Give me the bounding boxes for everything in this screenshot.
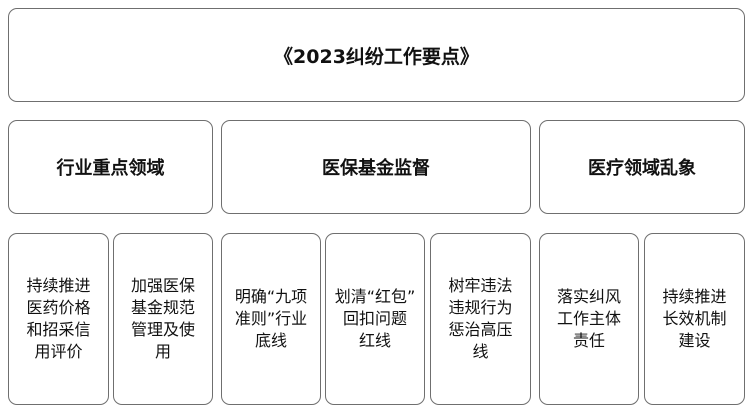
title-box: 《2023纠纷工作要点》 (8, 8, 745, 102)
category-label: 医疗领域乱象 (588, 158, 696, 179)
item-box-4: 划清“红包” 回扣问题 红线 (325, 233, 425, 405)
item-label: 划清“红包” 回扣问题 红线 (334, 286, 416, 351)
item-box-6: 落实纠风 工作主体 责任 (539, 233, 639, 405)
item-label: 树牢违法 违规行为 惩治高压 线 (448, 275, 513, 362)
item-box-5: 树牢违法 违规行为 惩治高压 线 (430, 233, 531, 405)
item-box-3: 明确“九项 准则”行业 底线 (221, 233, 321, 405)
category-box-industry-focus: 行业重点领域 (8, 120, 213, 214)
category-label: 行业重点领域 (56, 158, 165, 179)
item-label: 持续推进 长效机制 建设 (662, 286, 727, 351)
item-box-2: 加强医保 基金规范 管理及使 用 (113, 233, 213, 405)
title-text: 《2023纠纷工作要点》 (274, 45, 479, 68)
item-label: 加强医保 基金规范 管理及使 用 (130, 275, 195, 362)
item-box-7: 持续推进 长效机制 建设 (644, 233, 745, 405)
item-box-1: 持续推进 医药价格 和招采信 用评价 (8, 233, 109, 405)
category-box-medical-insurance-fund: 医保基金监督 (221, 120, 531, 214)
item-label: 持续推进 医药价格 和招采信 用评价 (26, 275, 91, 362)
item-label: 明确“九项 准则”行业 底线 (234, 286, 308, 351)
category-label: 医保基金监督 (322, 158, 430, 179)
category-box-medical-disorder: 医疗领域乱象 (539, 120, 745, 214)
item-label: 落实纠风 工作主体 责任 (556, 286, 621, 351)
